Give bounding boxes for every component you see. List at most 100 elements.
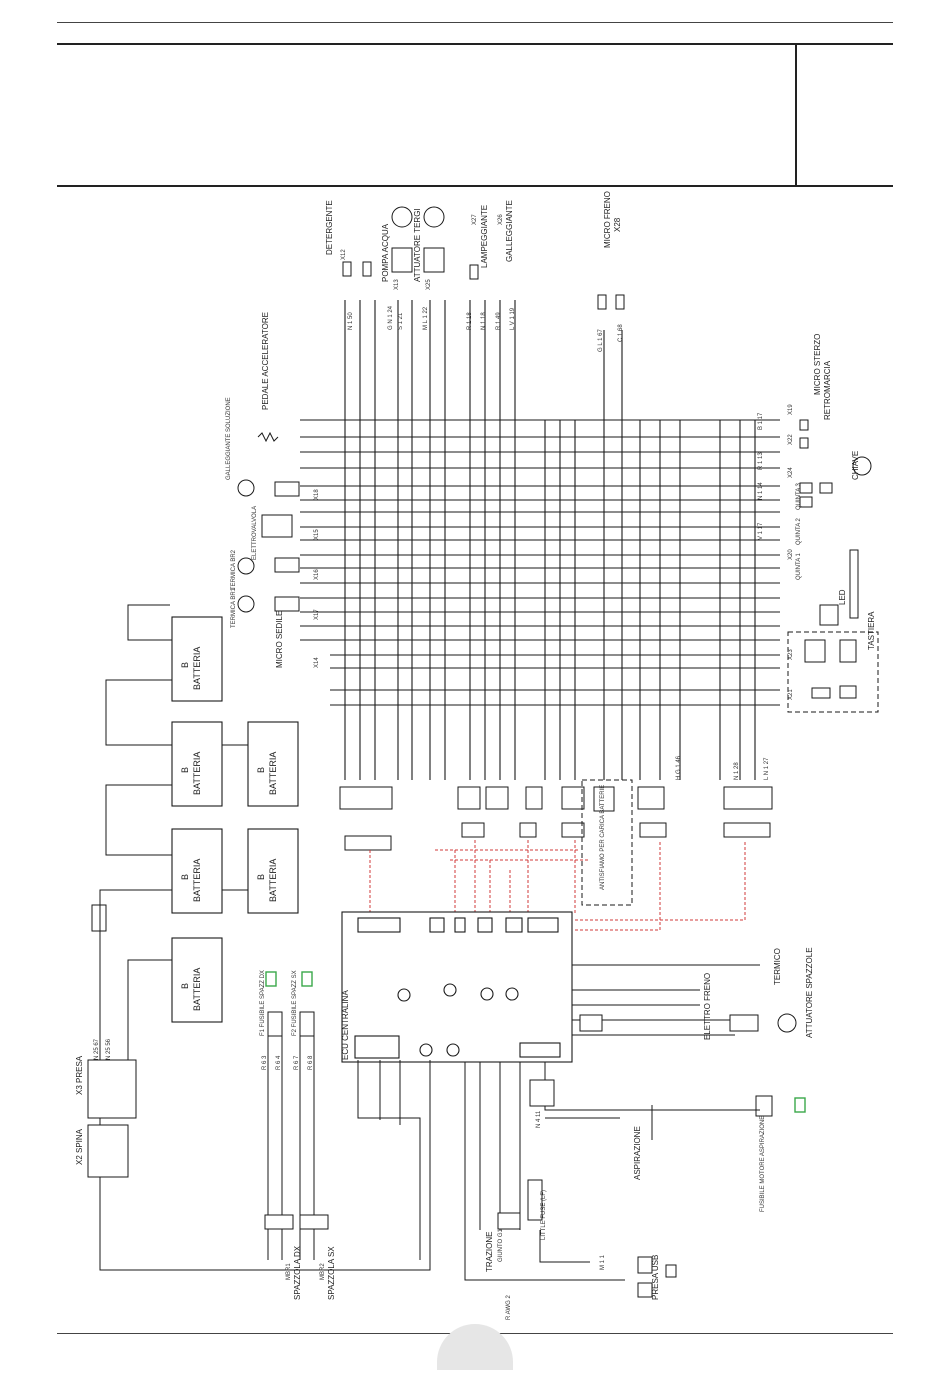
- label-retromarcia: RETROMARCIA: [823, 360, 832, 420]
- spina-connector: [87, 1124, 129, 1178]
- battery-4: [171, 828, 223, 914]
- connector-x13: X13: [394, 279, 400, 290]
- wire-label: N 25 67: [94, 1038, 100, 1060]
- label-giunto: GIUNTO G1: [498, 1228, 504, 1262]
- left-sensors: [237, 431, 300, 613]
- wire-label: S 1 21: [398, 312, 404, 330]
- wire-label: N 1 14: [758, 482, 764, 500]
- connector-x14: X14: [314, 657, 320, 668]
- wire-label: N 1 18: [481, 312, 487, 330]
- label-little-fuse: LITTLE FUSE (LF): [541, 1190, 547, 1240]
- label-fusibile-dx: F1 FUSIBILE SPAZZ DX: [260, 970, 266, 1036]
- battery-2: [171, 721, 223, 807]
- label-galleggiante: GALLEGGIANTE: [505, 200, 514, 262]
- ecu: [341, 911, 573, 1063]
- label-pompa-acqua: POMPA ACQUA: [381, 223, 390, 282]
- termica-br2-icon: [237, 557, 255, 575]
- label-elettro-freno: ELETTRO FRENO: [703, 973, 712, 1040]
- elettrovalvola-icon: [261, 514, 293, 538]
- right-components: [787, 419, 879, 713]
- connector-x19: X19: [788, 404, 794, 415]
- connector-x24: X24: [788, 467, 794, 478]
- led-strip: [849, 549, 859, 619]
- connector-x17: X17: [314, 609, 320, 620]
- lower-wires: [99, 964, 760, 1281]
- wire-label: R 6 4: [276, 1055, 282, 1070]
- presa-connector: [87, 1059, 137, 1119]
- battery-3-label: BATTERIA: [268, 752, 278, 795]
- wire-label: N 4 11: [536, 1110, 542, 1128]
- battery-1-label: BATTERIA: [192, 647, 202, 690]
- battery-1: [171, 616, 223, 702]
- top-components: [342, 206, 625, 310]
- label-micro-sedile: MICRO SEDILE: [275, 611, 284, 668]
- wire-label: R 6 7: [294, 1055, 300, 1070]
- label-quinta1: QUINTA 1: [796, 552, 802, 580]
- label-micro-sterzo: MICRO STERZO: [813, 334, 822, 395]
- connector-row: [339, 779, 773, 906]
- fuses: [265, 971, 806, 1117]
- title-block-divider: [795, 43, 797, 187]
- wire-label: N 1 50: [348, 312, 354, 330]
- label-r-awg: R AWG 2: [506, 1295, 512, 1320]
- label-pedale-acceleratore: PEDALE ACCELERATORE: [261, 312, 270, 410]
- battery-2-b: B: [180, 767, 190, 773]
- wire-label: N 1 28: [734, 762, 740, 780]
- battery-6: [171, 937, 223, 1023]
- connector-x23: X23: [788, 649, 794, 660]
- connector-x12: X12: [341, 249, 347, 260]
- label-fusibile-sx: F2 FUSIBILE SPAZZ SX: [292, 970, 298, 1036]
- label-fusibile-aspirazione: FUSIBILE MOTORE ASPIRAZIONE: [760, 1116, 766, 1212]
- label-detergente: DETERGENTE: [325, 200, 334, 255]
- battery-5: [247, 828, 299, 914]
- label-spazzola-dx: SPAZZOLA DX: [293, 1245, 302, 1300]
- label-micro-freno: MICRO FRENO: [603, 191, 612, 248]
- label-galleggiante-soluzione: GALLEGGIANTE SOLUZIONE: [226, 397, 232, 480]
- lower-components: [87, 1013, 797, 1298]
- wire-label: L N 1 27: [764, 757, 770, 780]
- label-spina: X2 SPINA: [75, 1128, 84, 1165]
- label-termico: TERMICO: [773, 948, 782, 985]
- wire-label: V 1 17: [758, 522, 764, 540]
- label-led: LED: [838, 589, 847, 605]
- label-termica-br2: TERMICA BR2: [231, 549, 237, 590]
- little-fuse: [527, 1179, 543, 1221]
- wire-label: R 1 49: [496, 312, 502, 330]
- connector-x26: X26: [498, 214, 504, 225]
- battery-4-label: BATTERIA: [192, 859, 202, 902]
- chiave-icon: [852, 456, 872, 476]
- wire-label: N 25 56: [106, 1038, 112, 1060]
- battery-links: [91, 604, 248, 1045]
- label-termica-br1: TERMICA BR1: [231, 587, 237, 628]
- label-attuatore-spazzole: ATTUATORE SPAZZOLE: [805, 947, 814, 1038]
- red-dashed-wires: [369, 840, 746, 931]
- label-tastiera: TASTIERA: [867, 611, 876, 650]
- wire-label: R 1 13: [758, 452, 764, 470]
- connector-x27: X27: [472, 214, 478, 225]
- wire-label: G N 1 24: [388, 305, 394, 330]
- battery-4-b: B: [180, 874, 190, 880]
- label-trazione: TRAZIONE: [485, 1232, 494, 1272]
- connector-x20: X20: [788, 549, 794, 560]
- label-mbr1: MBR1: [286, 1263, 292, 1280]
- connector-x18: X18: [314, 489, 320, 500]
- presa-usb-icon: [665, 1264, 677, 1278]
- label-quinta3: QUINTA 3: [796, 482, 802, 510]
- pedale-acceleratore-icon: [257, 431, 279, 443]
- wire-label: R 1 18: [467, 312, 473, 330]
- wire-bundle: [300, 300, 780, 780]
- attuatore-tergi-icon: [423, 206, 445, 228]
- detergente-connector: [342, 261, 352, 277]
- wire-label: R 6 8: [308, 1055, 314, 1070]
- connector-x25: X25: [426, 279, 432, 290]
- battery-1-b: B: [180, 662, 190, 668]
- label-elettrovalvola: ELETTROVALVOLA: [252, 506, 258, 560]
- wire-label: C 1 68: [618, 324, 624, 342]
- battery-3-b: B: [256, 767, 266, 773]
- label-mbr2: MBR2: [320, 1263, 326, 1280]
- termica-br1-icon: [237, 595, 255, 613]
- batteries: [171, 616, 299, 1023]
- battery-5-b: B: [256, 874, 266, 880]
- battery-6-b: B: [180, 983, 190, 989]
